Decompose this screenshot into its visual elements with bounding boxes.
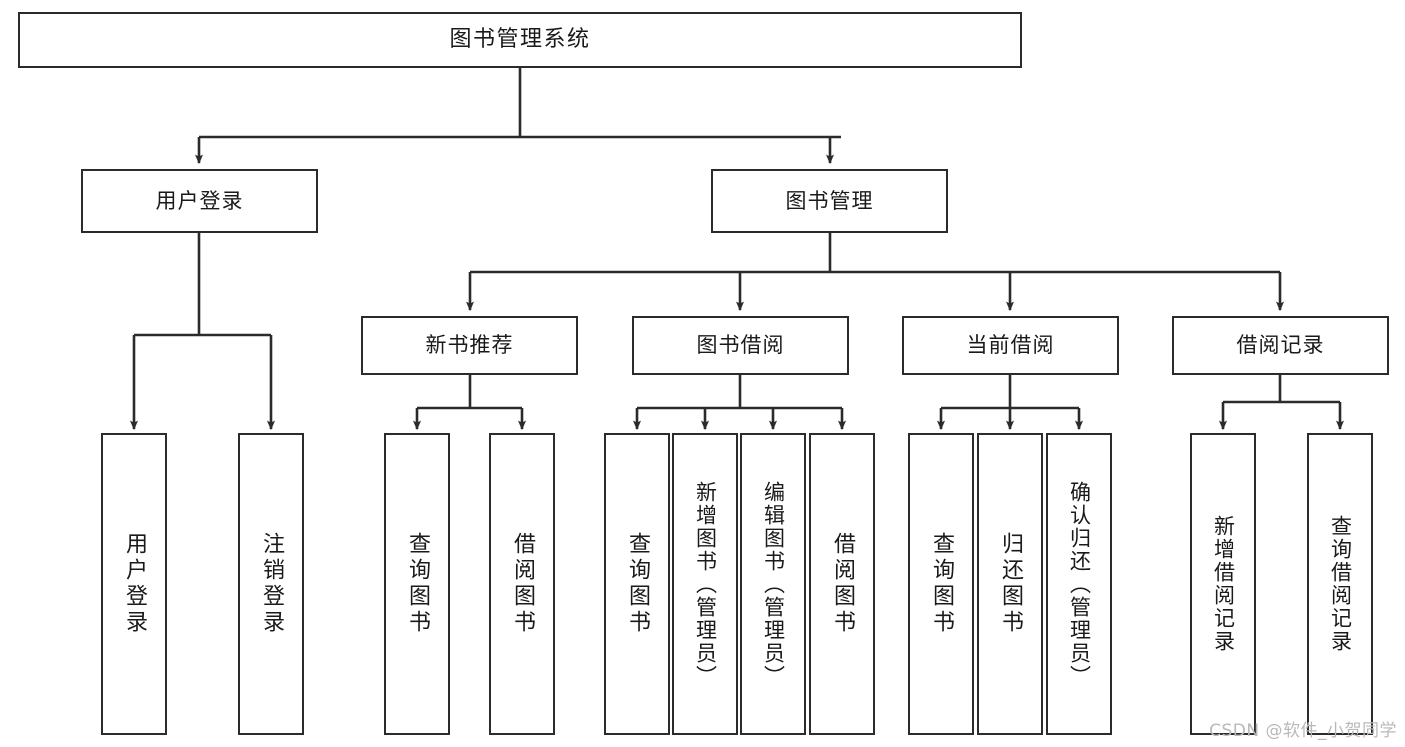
node-user-login[interactable]: 用户登录	[81, 169, 318, 233]
node-leaf-rec-add-label: 新增借阅记录	[1211, 515, 1236, 653]
node-leaf-rec-borrow-label: 借阅图书	[510, 532, 535, 636]
node-leaf-cur-query-label: 查询图书	[929, 532, 954, 636]
node-leaf-borrow-do-label: 借阅图书	[830, 532, 855, 636]
node-leaf-borrow-query-label: 查询图书	[625, 532, 650, 636]
node-new-book-rec-label: 新书推荐	[425, 333, 514, 358]
node-leaf-cur-confirm-label: 确认归还（管理员）	[1067, 480, 1092, 688]
node-book-borrow-label: 图书借阅	[696, 333, 785, 358]
node-borrow-record[interactable]: 借阅记录	[1172, 316, 1389, 375]
node-root-label: 图书管理系统	[449, 27, 591, 53]
node-leaf-rec-add[interactable]: 新增借阅记录	[1190, 433, 1256, 735]
node-current-borrow-label: 当前借阅	[966, 333, 1055, 358]
node-leaf-rec-search[interactable]: 查询借阅记录	[1307, 433, 1373, 735]
node-root[interactable]: 图书管理系统	[18, 12, 1022, 68]
node-leaf-rec-search-label: 查询借阅记录	[1328, 515, 1353, 653]
node-leaf-borrow-edit-label: 编辑图书（管理员）	[761, 480, 786, 688]
node-book-manage[interactable]: 图书管理	[711, 169, 948, 233]
node-borrow-record-label: 借阅记录	[1236, 333, 1325, 358]
node-current-borrow[interactable]: 当前借阅	[902, 316, 1119, 375]
node-leaf-user-login[interactable]: 用户登录	[101, 433, 167, 735]
node-book-borrow[interactable]: 图书借阅	[632, 316, 849, 375]
node-leaf-logout-label: 注销登录	[259, 532, 284, 636]
node-leaf-borrow-add[interactable]: 新增图书（管理员）	[672, 433, 738, 735]
node-leaf-cur-return[interactable]: 归还图书	[977, 433, 1043, 735]
node-new-book-rec[interactable]: 新书推荐	[361, 316, 578, 375]
node-leaf-cur-query[interactable]: 查询图书	[908, 433, 974, 735]
node-leaf-user-login-label: 用户登录	[122, 532, 147, 636]
node-leaf-cur-return-label: 归还图书	[998, 532, 1023, 636]
watermark: CSDN @软件_小贺同学	[1209, 721, 1397, 741]
node-leaf-borrow-do[interactable]: 借阅图书	[809, 433, 875, 735]
node-leaf-rec-query[interactable]: 查询图书	[384, 433, 450, 735]
node-leaf-logout[interactable]: 注销登录	[238, 433, 304, 735]
node-book-manage-label: 图书管理	[785, 188, 874, 213]
node-leaf-cur-confirm[interactable]: 确认归还（管理员）	[1046, 433, 1112, 735]
node-user-login-label: 用户登录	[155, 188, 244, 213]
node-leaf-borrow-edit[interactable]: 编辑图书（管理员）	[740, 433, 806, 735]
node-leaf-rec-query-label: 查询图书	[405, 532, 430, 636]
node-leaf-borrow-add-label: 新增图书（管理员）	[693, 480, 718, 688]
node-leaf-rec-borrow[interactable]: 借阅图书	[489, 433, 555, 735]
node-leaf-borrow-query[interactable]: 查询图书	[604, 433, 670, 735]
